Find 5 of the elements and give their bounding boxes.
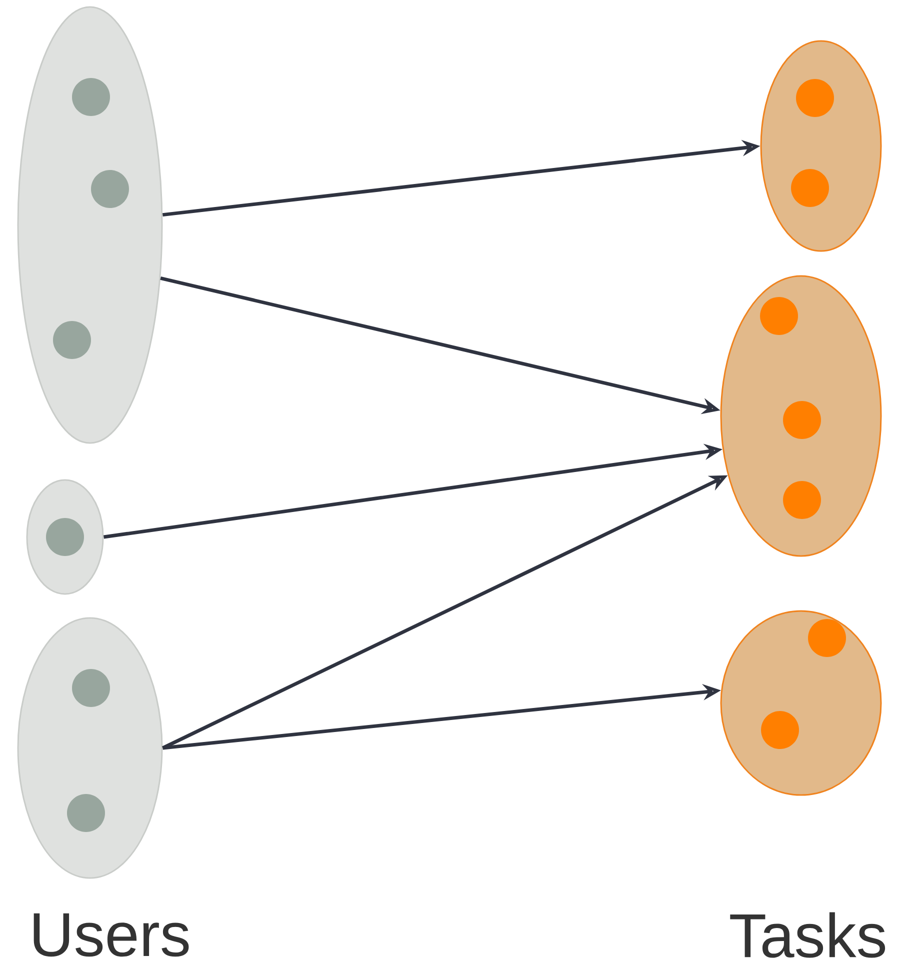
ellipse <box>720 275 882 557</box>
ellipse <box>17 617 163 879</box>
ellipse <box>720 610 882 796</box>
ellipse <box>17 6 163 444</box>
axis-label: Tasks <box>730 912 886 958</box>
